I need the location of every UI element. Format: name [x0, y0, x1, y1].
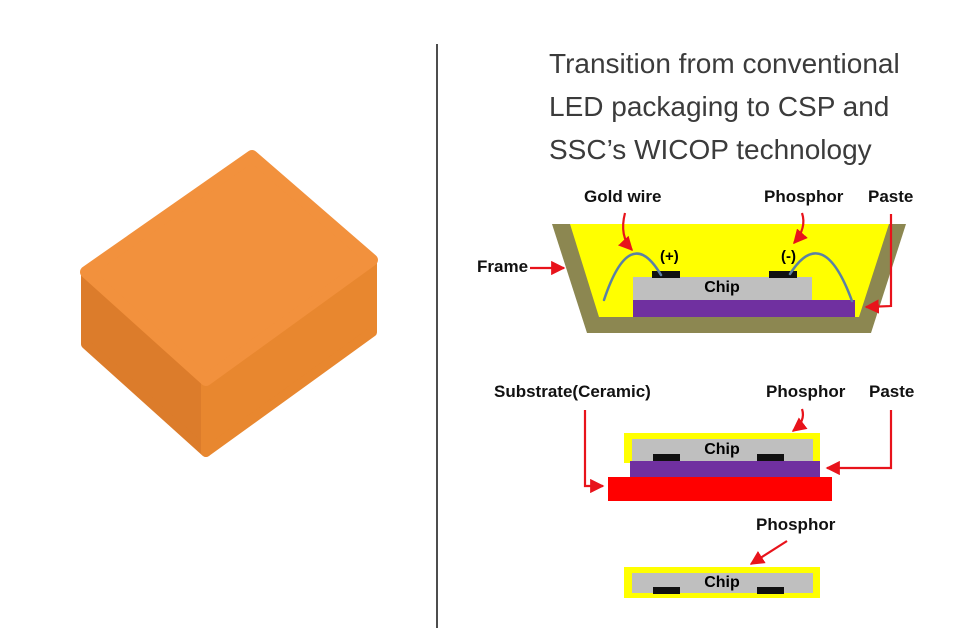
chip-label-conventional: Chip	[704, 279, 740, 296]
phosphor-arrow-conventional	[793, 212, 808, 245]
wicop-package-drawing	[624, 540, 820, 598]
cathode-electrode	[757, 454, 784, 461]
gold-wire-right	[788, 252, 854, 303]
ceramic-substrate	[608, 477, 832, 501]
frame-label: Frame	[477, 257, 529, 276]
anode-electrode	[653, 454, 680, 461]
gold-wire-left	[602, 252, 663, 302]
paste-layer	[633, 300, 855, 317]
phosphor-label-conventional: Phosphor	[764, 187, 844, 206]
chip-label-wicop: Chip	[704, 574, 740, 591]
paste-label-csp: Paste	[869, 382, 915, 401]
conventional-package-drawing	[530, 212, 906, 333]
gold-wire-arrow	[618, 212, 633, 252]
paste-layer	[630, 461, 820, 477]
chip-die	[633, 277, 812, 300]
chip-label-csp: Chip	[704, 441, 740, 458]
substrate-label: Substrate(Ceramic)	[494, 382, 651, 401]
led-product-photo	[80, 150, 378, 457]
cathode-electrode	[769, 271, 797, 278]
substrate-arrow	[583, 410, 605, 494]
title-line-2: LED packaging to CSP and	[549, 91, 890, 122]
paste-label-conventional: Paste	[868, 187, 914, 206]
anode-electrode	[652, 271, 680, 278]
phosphor-arrow-csp	[791, 408, 808, 432]
anode-electrode	[653, 587, 680, 594]
cathode-electrode	[757, 587, 784, 594]
title-line-3: SSC’s WICOP technology	[549, 134, 872, 165]
gold-wire-label: Gold wire	[584, 187, 662, 206]
led-top-face	[80, 150, 378, 386]
title-line-1: Transition from conventional	[549, 48, 900, 79]
csp-package-drawing	[583, 408, 893, 501]
paste-arrow-conventional	[864, 214, 893, 314]
phosphor-label-csp: Phosphor	[766, 382, 846, 401]
phosphor-arrow-wicop	[749, 540, 788, 565]
cathode-polarity-label: (-)	[781, 248, 796, 265]
anode-polarity-label: (+)	[660, 248, 679, 265]
slide-title: Transition from conventional LED packagi…	[549, 42, 939, 171]
paste-arrow-csp	[825, 410, 893, 476]
phosphor-label-wicop: Phosphor	[756, 515, 836, 534]
